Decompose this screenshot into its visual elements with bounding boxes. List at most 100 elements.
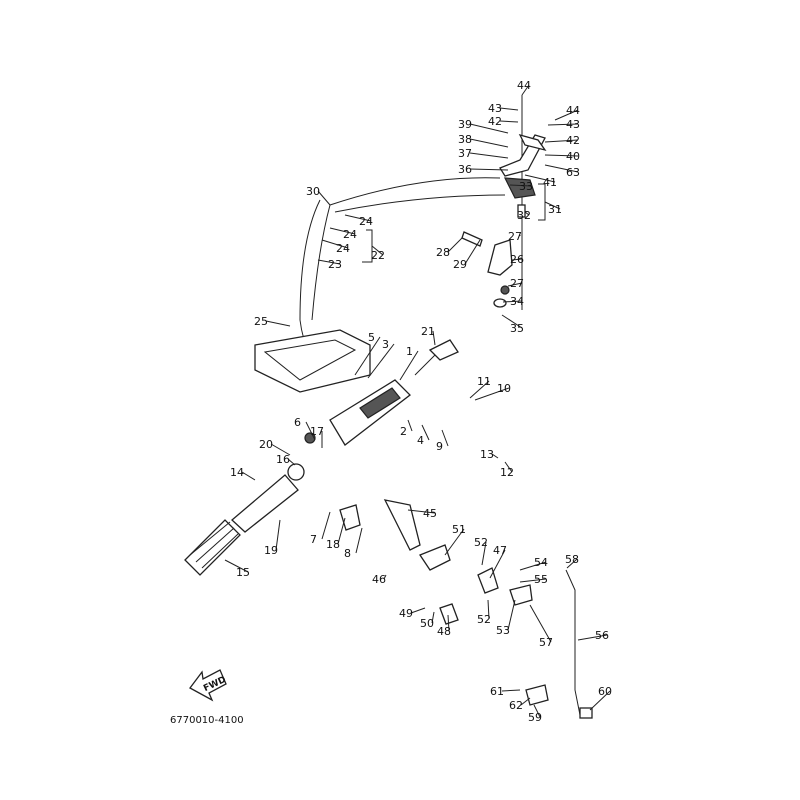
leader-line [507, 282, 523, 287]
callout-label: 1 [406, 345, 413, 358]
callout-label: 12 [500, 466, 514, 479]
washer-34 [493, 298, 507, 308]
lever-26 [487, 239, 513, 276]
leader-line [566, 558, 578, 569]
part-48 [439, 603, 459, 625]
callout-label: 30 [306, 185, 320, 198]
callout-label: 41 [543, 176, 557, 189]
leader-line [509, 184, 532, 187]
leader-line [447, 614, 450, 632]
callout-label: 11 [477, 375, 491, 388]
leader-line [544, 164, 579, 173]
clip-59 [525, 684, 549, 706]
throttle-shaft-14 [231, 474, 299, 533]
leader-line [501, 689, 521, 692]
leader-line [421, 424, 430, 441]
drawing-code: 6770010-4100 [170, 715, 244, 726]
leader-line [329, 227, 356, 235]
callout-label: 20 [259, 438, 273, 451]
shift-rod-56 [565, 569, 581, 716]
callout-label: 43 [566, 118, 580, 131]
callout-label: 5 [368, 331, 375, 344]
callout-label: 15 [236, 566, 250, 579]
callout-label: 9 [436, 440, 443, 453]
lever-51 [419, 544, 451, 571]
callout-label: 24 [336, 242, 350, 255]
leader-line [287, 458, 296, 466]
leader-line [501, 314, 523, 329]
leader-line [544, 139, 579, 143]
callout-label: 6 [294, 416, 301, 429]
leader-line [447, 237, 463, 253]
callout-label: 32 [517, 209, 531, 222]
leader-line [533, 704, 541, 718]
leader-line [499, 107, 519, 111]
callout-label: 54 [534, 556, 548, 569]
leader-line [469, 152, 509, 159]
leader-line [521, 84, 530, 96]
leader-line [491, 453, 499, 459]
leader-line [547, 123, 579, 126]
leader-line [444, 528, 465, 556]
callout-label: 22 [371, 249, 385, 262]
callout-label: 14 [230, 466, 244, 479]
leader-line [520, 697, 531, 706]
callout-label: 17 [310, 425, 324, 438]
grip-ridges [189, 521, 239, 569]
callout-label: 51 [452, 523, 466, 536]
callout-label: 35 [510, 322, 524, 335]
leader-line [265, 320, 291, 327]
callout-label: 24 [343, 228, 357, 241]
callout-label: 2 [400, 425, 407, 438]
leader-line [224, 559, 249, 573]
leader-line [407, 419, 413, 432]
callout-label: 8 [344, 547, 351, 560]
callout-label: 34 [510, 295, 524, 308]
callout-label: 29 [453, 258, 467, 271]
leader-line [275, 519, 281, 551]
leader-line [589, 690, 611, 711]
cable-run-2 [311, 204, 331, 321]
collar-16 [287, 463, 305, 481]
leader-line [432, 330, 436, 346]
callout-label: 43 [488, 102, 502, 115]
callout-label: 42 [488, 115, 502, 128]
leader-line [504, 461, 513, 473]
shift-cable [334, 194, 506, 213]
leader-line [524, 174, 556, 183]
callout-label: 16 [276, 453, 290, 466]
callout-label: 52 [477, 613, 491, 626]
leader-line [519, 561, 547, 571]
arm-40 [518, 133, 547, 152]
leader-line [577, 634, 608, 641]
callout-label: 18 [326, 538, 340, 551]
callout-label: 61 [490, 685, 504, 698]
callout-label: 44 [517, 79, 531, 92]
leader-line [502, 300, 523, 303]
callout-label: 49 [399, 607, 413, 620]
leader-line [371, 245, 384, 256]
leader-lines [224, 84, 611, 718]
callout-label: 42 [566, 134, 580, 147]
rod-end-60 [579, 707, 593, 719]
leader-line [489, 549, 506, 579]
knob-21-stem [414, 354, 436, 376]
knob-21 [428, 339, 459, 361]
leader-line [507, 599, 516, 631]
leader-line [464, 239, 481, 265]
callout-label: 48 [437, 625, 451, 638]
steering-bracket-inner [263, 339, 357, 381]
leader-line [481, 541, 487, 566]
callout-label: 27 [510, 277, 524, 290]
leader-line [337, 517, 346, 545]
callout-label: 44 [566, 104, 580, 117]
callout-label: 36 [458, 163, 472, 176]
callout-label: 26 [510, 253, 524, 266]
leader-line [529, 604, 552, 643]
leader-line [469, 138, 509, 148]
callout-label: 37 [458, 147, 472, 160]
callout-label: 10 [497, 382, 511, 395]
callout-label: 25 [254, 315, 268, 328]
